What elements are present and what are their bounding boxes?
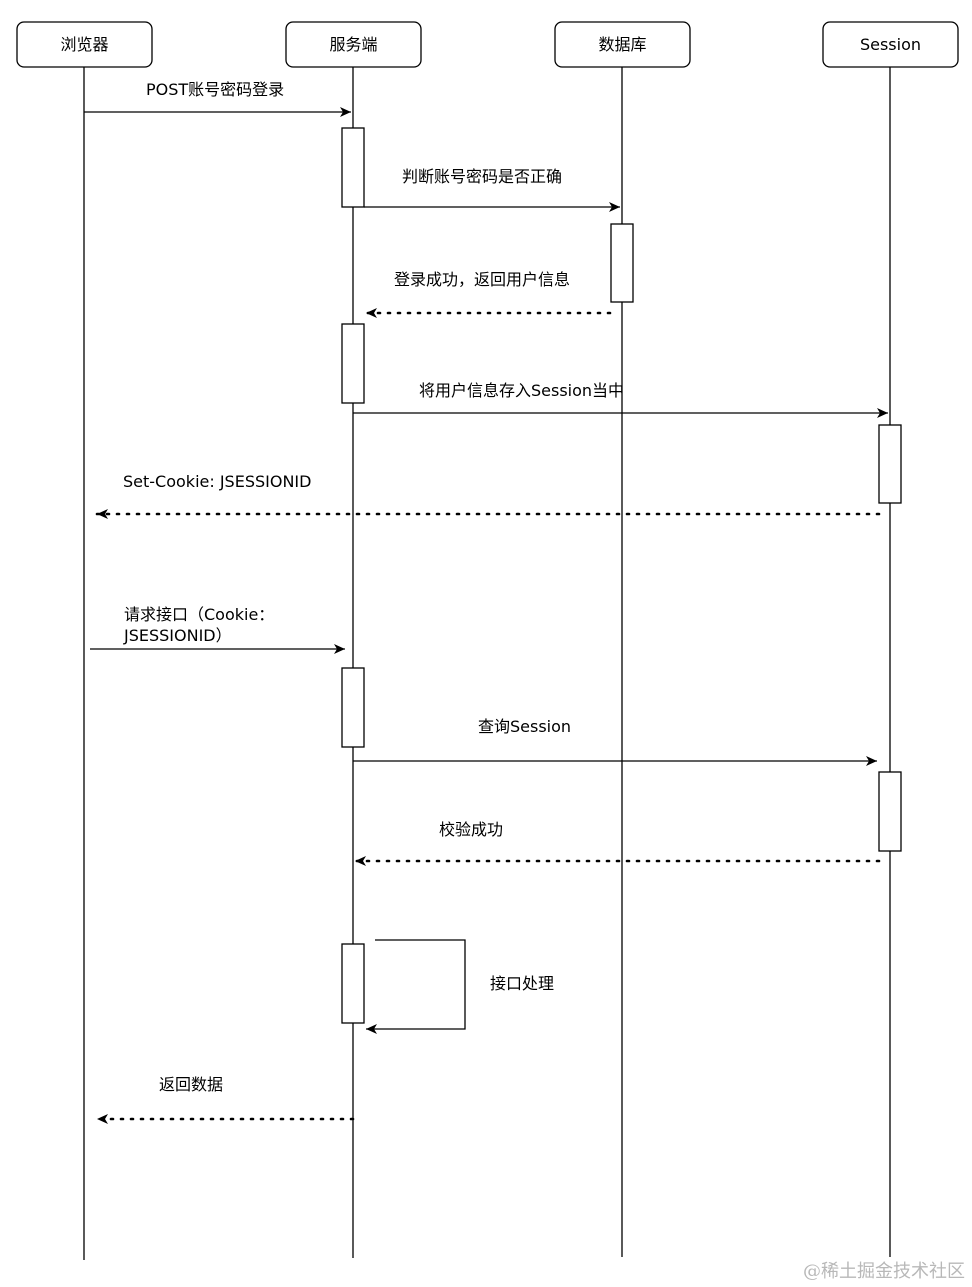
message-login-success: 登录成功，返回用户信息 bbox=[364, 270, 612, 318]
actor-browser: 浏览器 bbox=[16, 21, 153, 68]
actor-session: Session bbox=[822, 21, 959, 68]
message-label: 接口处理 bbox=[490, 974, 554, 993]
message-verify-credentials: 判断账号密码是否正确 bbox=[364, 167, 620, 212]
message-label: 校验成功 bbox=[439, 820, 503, 839]
message-label: 查询Session bbox=[478, 717, 571, 736]
actor-label: Session bbox=[860, 35, 921, 54]
actor-box bbox=[822, 21, 959, 68]
message-verify-success: 校验成功 bbox=[353, 820, 881, 866]
actor-label: 数据库 bbox=[598, 35, 646, 54]
actor-box bbox=[285, 21, 422, 68]
watermark-text: @稀土掘金技术社区 bbox=[803, 1261, 965, 1282]
activation-bar-session bbox=[878, 424, 902, 504]
message-query-session: 查询Session bbox=[353, 717, 877, 766]
message-set-cookie: Set-Cookie: JSESSIONID bbox=[95, 472, 881, 519]
activation-bar-server bbox=[341, 323, 365, 404]
actor-box bbox=[16, 21, 153, 68]
actor-box bbox=[554, 21, 691, 68]
message-label: 登录成功，返回用户信息 bbox=[394, 270, 570, 289]
actor-server: 服务端 bbox=[285, 21, 422, 68]
message-api-processing: 接口处理 bbox=[366, 939, 554, 1034]
message-label: 返回数据 bbox=[159, 1075, 223, 1094]
activation-bar-session bbox=[878, 771, 902, 852]
message-arrow bbox=[366, 939, 466, 1034]
message-label: POST账号密码登录 bbox=[146, 80, 284, 99]
message-login-post: POST账号密码登录 bbox=[84, 80, 351, 117]
activation-bar-server bbox=[341, 127, 365, 208]
actor-database: 数据库 bbox=[554, 21, 691, 68]
actor-label: 浏览器 bbox=[60, 35, 108, 54]
message-store-session: 将用户信息存入Session当中 bbox=[353, 381, 888, 418]
message-return-data: 返回数据 bbox=[95, 1075, 355, 1124]
message-label: 请求接口（Cookie： bbox=[124, 605, 274, 624]
actor-label: 服务端 bbox=[329, 35, 377, 54]
message-label: Set-Cookie: JSESSIONID bbox=[123, 472, 311, 491]
message-label: 将用户信息存入Session当中 bbox=[419, 381, 624, 400]
message-label: JSESSIONID） bbox=[123, 626, 232, 645]
message-request-api: 请求接口（Cookie： JSESSIONID） bbox=[90, 605, 345, 654]
activation-bar-database bbox=[610, 223, 634, 303]
activation-bar-server bbox=[341, 667, 365, 748]
activation-bar-server bbox=[341, 943, 365, 1024]
message-label: 判断账号密码是否正确 bbox=[402, 167, 562, 186]
